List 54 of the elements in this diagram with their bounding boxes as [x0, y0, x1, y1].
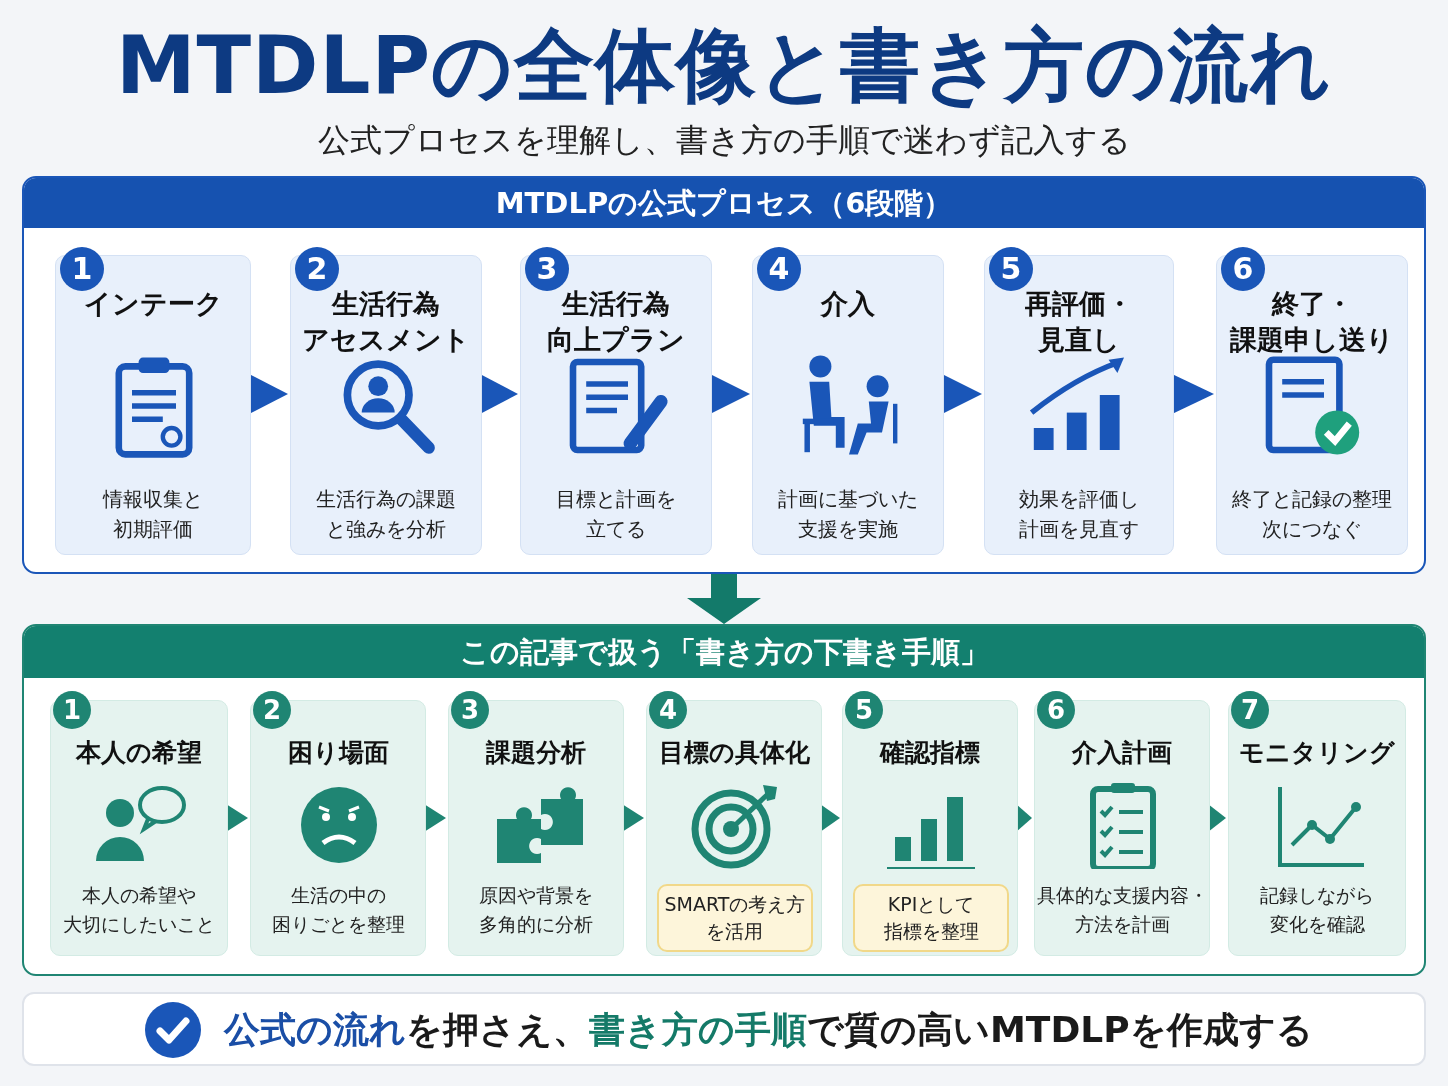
tip-box: KPIとして指標を整理 [853, 884, 1009, 952]
tip-box: SMARTの考え方を活用 [657, 884, 813, 952]
subtitle: 公式プロセスを理解し、書き方の手順で迷わず記入する [316, 120, 1132, 161]
number-badge: 7 [1231, 691, 1269, 729]
summary-banner [22, 992, 1426, 1066]
panel-header: MTDLPの公式プロセス（6段階） [24, 178, 1424, 228]
step-title: 本人の希望 [74, 737, 203, 769]
chevron-arrow [1172, 374, 1214, 414]
chevron-arrow [820, 804, 840, 832]
step-title: 介入計画 [1071, 737, 1173, 769]
process-panel [22, 624, 1426, 976]
process-panel [22, 176, 1426, 574]
panel-header: この記事で扱う「書き方の下書き手順」 [24, 626, 1424, 678]
chevron-arrow [710, 374, 750, 414]
chevron-arrow [942, 374, 982, 414]
number-badge: 2 [295, 247, 339, 291]
number-badge: 4 [649, 691, 687, 729]
step-title: モニタリング [1238, 737, 1396, 769]
number-badge: 3 [451, 691, 489, 729]
chevron-arrow [249, 374, 288, 414]
chevron-arrow [424, 804, 446, 832]
step-description: 生活行為の課題と強みを分析 [315, 486, 457, 543]
number-badge: 3 [525, 247, 569, 291]
step-description: 記録しながら変化を確認 [1259, 883, 1375, 937]
step-title: 課題分析 [485, 737, 587, 769]
down-arrow [687, 574, 761, 624]
number-badge: 1 [60, 247, 104, 291]
step-title: 介入 [819, 287, 876, 321]
chevron-arrow [1208, 804, 1226, 832]
page-title: MTDLPの全体像と書き方の流れ [114, 18, 1334, 114]
number-badge: 4 [757, 247, 801, 291]
step-description: 目標と計画を立てる [555, 486, 677, 543]
step-description: 本人の希望や大切にしたいこと [62, 883, 216, 937]
step-title: 困り場面 [286, 737, 390, 769]
number-badge: 2 [253, 691, 291, 729]
step-description: 効果を評価し計画を見直す [1018, 486, 1140, 543]
chevron-arrow [480, 374, 518, 414]
number-badge: 6 [1037, 691, 1075, 729]
number-badge: 1 [53, 691, 91, 729]
step-description: 具体的な支援内容・方法を計画 [1035, 883, 1209, 937]
step-description: 生活の中の困りごとを整理 [270, 883, 406, 937]
chevron-arrow [1016, 804, 1032, 832]
number-badge: 5 [989, 247, 1033, 291]
number-badge: 6 [1221, 247, 1265, 291]
summary-text: 公式の流れを押さえ、書き方の手順で質の高いMTDLPを作成する [224, 1008, 1313, 1052]
step-title: 確認指標 [878, 737, 981, 769]
step-description: 情報収集と初期評価 [101, 486, 204, 543]
step-description: 計画に基づいた支援を実施 [777, 486, 919, 543]
step-description: 終了と記録の整理次につなぐ [1231, 486, 1393, 543]
chevron-arrow [622, 804, 644, 832]
chevron-arrow [226, 804, 248, 832]
step-description: 原因や背景を多角的に分析 [478, 883, 594, 937]
step-title: 目標の具体化 [657, 737, 811, 769]
number-badge: 5 [845, 691, 883, 729]
